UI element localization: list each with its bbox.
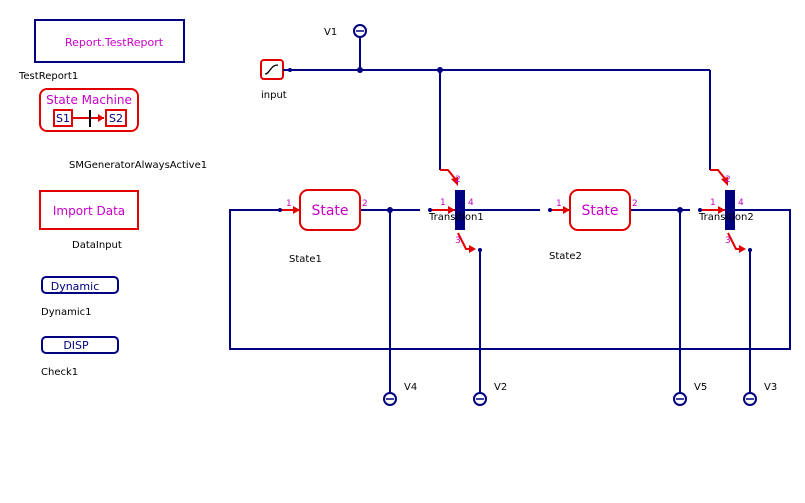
transition1-block[interactable]: 1 2 3 4 Transition1 xyxy=(428,169,484,253)
dynamic-instance-label: Dynamic1 xyxy=(41,307,91,318)
junctions xyxy=(357,67,683,213)
state2-instance-label: State2 xyxy=(549,251,582,262)
probe-v2-label: V2 xyxy=(494,382,507,393)
state2-block[interactable]: State 1 2 xyxy=(548,189,638,231)
data-input-instance-label: DataInput xyxy=(72,240,122,251)
transition1-pin4: 4 xyxy=(468,198,474,208)
s2-box xyxy=(105,109,127,127)
transition2-pin2: 2 xyxy=(725,175,731,185)
input-instance-label: input xyxy=(261,90,287,101)
dynamic-block[interactable]: Dynamic xyxy=(41,276,119,294)
state2-pin-in: 1 xyxy=(556,199,562,209)
probe-v1[interactable] xyxy=(353,24,367,38)
probe-v3[interactable] xyxy=(743,392,757,406)
transition2-pin1: 1 xyxy=(710,198,716,208)
state-machine-title: State Machine xyxy=(46,93,132,107)
report-block-label: Report.TestReport xyxy=(65,36,164,49)
dynamic-label: Dynamic xyxy=(51,280,100,293)
transition2-pin4: 4 xyxy=(738,198,744,208)
probe-v5-label: V5 xyxy=(694,382,707,393)
probe-v1-label: V1 xyxy=(324,27,337,38)
probe-v5[interactable] xyxy=(673,392,687,406)
step-wave-icon xyxy=(264,64,279,75)
transition2-block[interactable]: 1 2 3 4 Transition2 xyxy=(698,169,754,253)
transition1-pin1: 1 xyxy=(440,198,446,208)
disp-block[interactable]: DISP xyxy=(41,336,119,354)
transition1-instance-label: Transition1 xyxy=(428,212,484,223)
probe-v2[interactable] xyxy=(473,392,487,406)
transition1-pin3: 3 xyxy=(455,236,461,246)
transition2-instance-label: Transition2 xyxy=(698,212,754,223)
state1-instance-label: State1 xyxy=(289,254,322,265)
s2-label: S2 xyxy=(109,112,123,125)
state-machine-block[interactable]: State Machine S1 S2 xyxy=(39,88,139,132)
transition1-pin2: 2 xyxy=(455,175,461,185)
probe-v4-label: V4 xyxy=(404,382,417,393)
report-block[interactable]: Report.TestReport xyxy=(34,19,185,63)
s1-label: S1 xyxy=(56,112,70,125)
import-data-block[interactable]: Import Data xyxy=(39,190,139,230)
input-source-block[interactable] xyxy=(260,59,292,80)
disp-label: DISP xyxy=(63,339,89,352)
import-data-label: Import Data xyxy=(53,204,125,218)
transition2-pin3: 3 xyxy=(725,236,731,246)
state1-label: State xyxy=(311,203,348,219)
state1-pin-in: 1 xyxy=(286,199,292,209)
probe-v4[interactable] xyxy=(383,392,397,406)
state2-pin-out: 2 xyxy=(632,199,638,209)
check-instance-label: Check1 xyxy=(41,367,78,378)
report-instance-label: TestReport1 xyxy=(18,71,78,82)
state2-label: State xyxy=(581,203,618,219)
state1-pin-out: 2 xyxy=(362,199,368,209)
state1-block[interactable]: State 1 2 xyxy=(278,189,368,231)
probe-v3-label: V3 xyxy=(764,382,777,393)
sm-instance-label: SMGeneratorAlwaysActive1 xyxy=(69,160,207,171)
